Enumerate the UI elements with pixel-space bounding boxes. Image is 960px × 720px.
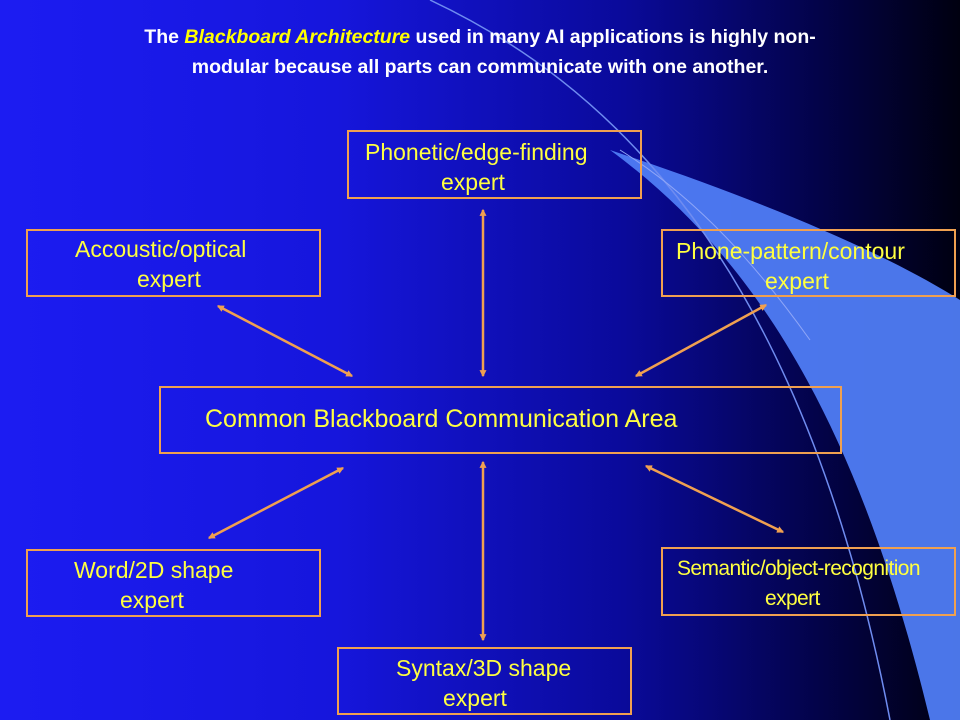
node-label-line1: Semantic/object-recognition (677, 557, 921, 580)
node-label-line1: Common Blackboard Communication Area (205, 405, 678, 433)
node-label-line1: Phone-pattern/contour (676, 238, 905, 264)
arrow-center-semantic (644, 464, 785, 534)
title-prefix: The (144, 26, 185, 48)
arrow-center-acoustic (216, 304, 354, 378)
node-semantic-object-recognition: Semantic/object-recognition expert (661, 547, 956, 616)
node-label-line1: Syntax/3D shape (396, 655, 572, 681)
node-label-line2: expert (120, 587, 184, 613)
node-label-line2: expert (765, 268, 829, 294)
node-phone-pattern-contour: Phone-pattern/contour expert (661, 229, 956, 297)
node-phonetic-edge-finding: Phonetic/edge-finding expert (347, 130, 642, 199)
node-syntax-3d-shape: Syntax/3D shape expert (337, 647, 632, 715)
title-line1-suffix: used in many AI applications is highly n… (410, 26, 816, 48)
arrow-center-word (207, 466, 345, 540)
node-label-line2: expert (765, 587, 820, 610)
node-word-2d-shape: Word/2D shape expert (26, 549, 321, 617)
node-label-line1: Word/2D shape (74, 557, 234, 583)
slide-title: The Blackboard Architecture used in many… (40, 22, 920, 82)
node-label-line2: expert (443, 685, 507, 711)
node-label-line1: Phonetic/edge-finding (365, 139, 588, 165)
node-label-line1: Accoustic/optical (75, 236, 247, 262)
title-emphasis: Blackboard Architecture (184, 26, 411, 48)
title-line2: modular because all parts can communicat… (191, 56, 769, 78)
node-acoustic-optical: Accoustic/optical expert (26, 229, 321, 297)
node-common-blackboard-area: Common Blackboard Communication Area (159, 386, 842, 454)
node-label-line2: expert (441, 169, 505, 195)
node-label-line2: expert (137, 266, 201, 292)
arrow-center-phone-pattern (634, 303, 768, 378)
